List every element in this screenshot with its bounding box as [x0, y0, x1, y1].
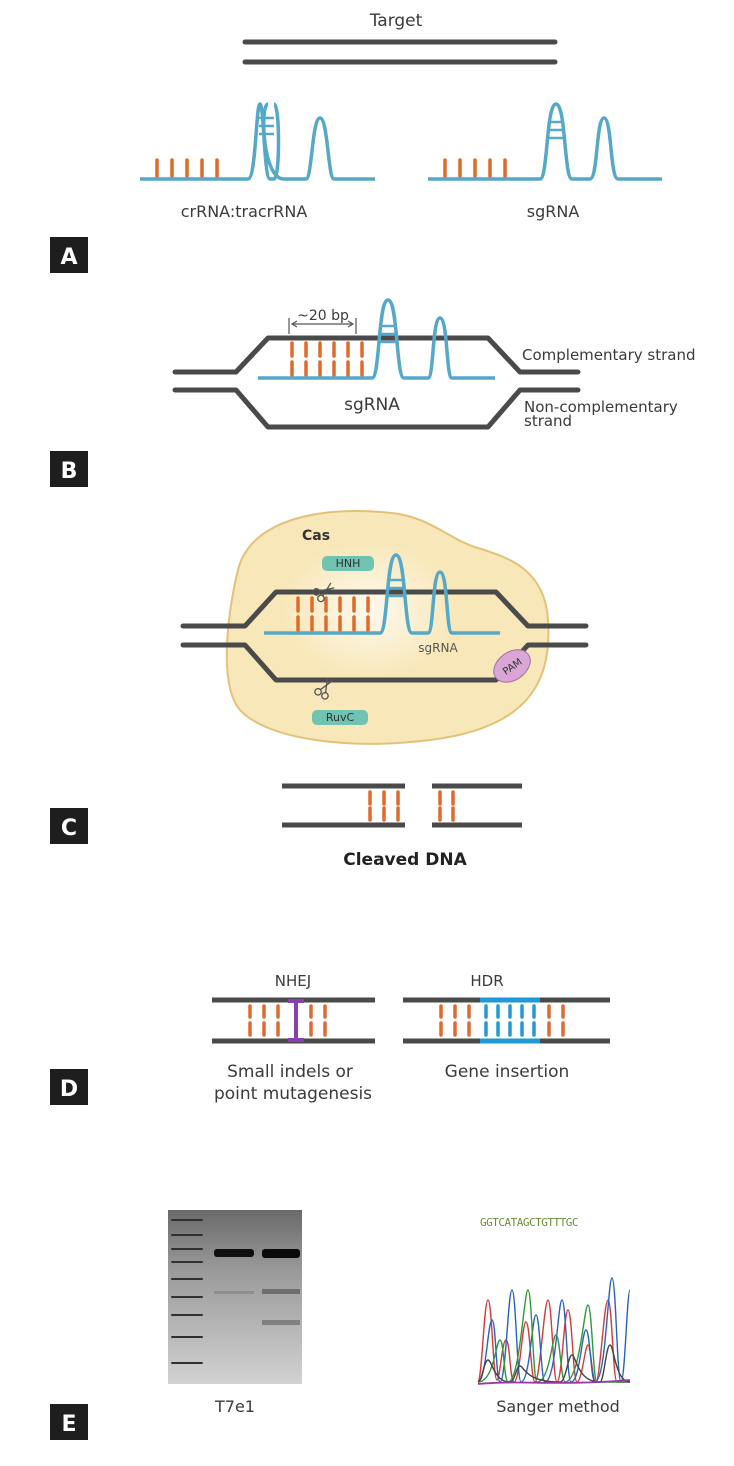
hdr-label: HDR	[470, 972, 503, 990]
hnh-domain	[322, 556, 374, 571]
ruvc-domain	[312, 710, 368, 725]
sequence-text: GGTCATAGCTGTTTGC	[480, 1216, 578, 1229]
sanger-label: Sanger method	[496, 1397, 620, 1416]
nhej-caption-1: Small indels or	[227, 1062, 353, 1082]
sgrna-label-b: sgRNA	[344, 395, 400, 415]
badge-a	[50, 237, 88, 273]
ruvc-label: RuvC	[326, 711, 355, 724]
panel-c: Cas HNH sgRNA	[50, 510, 589, 870]
length-label: ~20 bp	[297, 308, 349, 324]
cas-label: Cas	[302, 528, 330, 544]
badge-e-text: E	[61, 1412, 76, 1437]
crrna-tracrrna-structure: crRNA:tracrRNA	[140, 102, 375, 221]
badge-b	[50, 451, 88, 487]
cleaved-dna	[282, 783, 522, 828]
noncomplementary-strand-label: Non-complementary	[524, 398, 678, 416]
t7e1-gel-image	[168, 1210, 302, 1384]
hdr-repair	[403, 997, 610, 1044]
sanger-chromatogram: GGTCATAGCTGTTTGC	[477, 1216, 631, 1385]
gel-label: T7e1	[214, 1397, 255, 1416]
panel-e: T7e1 GGTCATAGCTGTTTGC Sanger method E	[50, 1210, 631, 1440]
scissors-icon-ruvc	[314, 677, 333, 700]
sgrna-label-a: sgRNA	[527, 202, 580, 221]
base-pairs-b	[290, 341, 364, 377]
complementary-strand-label: Complementary strand	[522, 346, 696, 364]
panel-d: NHEJ HDR	[50, 972, 610, 1105]
panel-a: Target crRNA:tracrRNA	[50, 11, 662, 273]
noncomplementary-strand-label-2: strand	[524, 412, 572, 430]
length-bracket	[288, 318, 357, 334]
hdr-caption: Gene insertion	[445, 1062, 570, 1082]
panel-b: ~20 bp sgRNA Complementary strand Non-co…	[50, 298, 696, 487]
badge-d-text: D	[60, 1077, 78, 1102]
cleaved-dna-label: Cleaved DNA	[343, 850, 467, 870]
badge-c-text: C	[61, 816, 77, 841]
base-pairs-c	[296, 596, 370, 632]
badge-b-text: B	[61, 459, 78, 484]
pam-site	[493, 649, 531, 683]
nhej-repair	[212, 997, 375, 1044]
nhej-label: NHEJ	[275, 972, 311, 990]
badge-e	[50, 1404, 88, 1440]
crrna-tracrrna-label: crRNA:tracrRNA	[181, 202, 308, 221]
badge-a-text: A	[60, 245, 77, 270]
sgrna-label-c: sgRNA	[418, 641, 458, 655]
badge-c	[50, 808, 88, 844]
badge-d	[50, 1069, 88, 1105]
target-dna	[242, 39, 558, 65]
hnh-label: HNH	[336, 557, 361, 570]
scissors-icon-hnh	[312, 582, 335, 603]
nhej-caption-2: point mutagenesis	[214, 1084, 372, 1104]
target-label: Target	[369, 11, 423, 31]
sgrna-structure-a: sgRNA	[428, 102, 662, 221]
